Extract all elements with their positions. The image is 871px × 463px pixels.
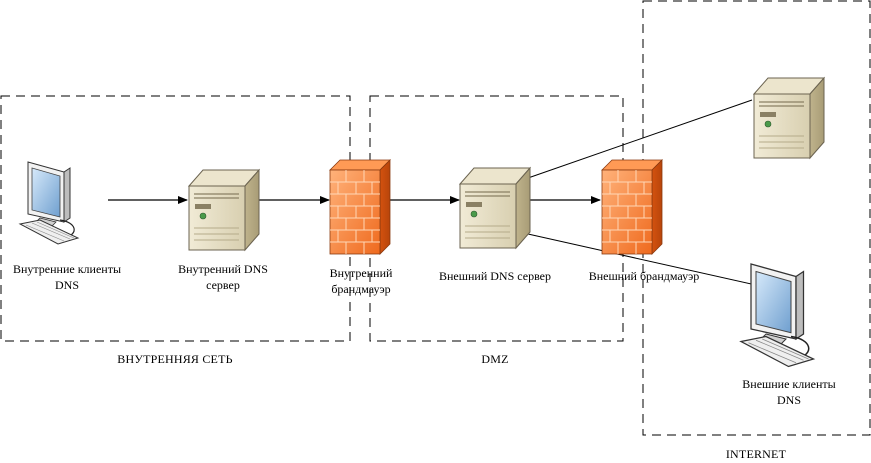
zone-dmz-label: DMZ: [481, 352, 509, 366]
internal-dns-label: Внутренний DNS сервер: [178, 262, 268, 292]
zone-internal-label: ВНУТРЕННЯЯ СЕТЬ: [117, 352, 233, 366]
server-icon: [459, 167, 531, 249]
external-clients-label: Внешние клиенты DNS: [742, 377, 836, 407]
link-external-dns-to-internet-server: [527, 99, 753, 179]
server-icon: [753, 77, 825, 159]
workstation-icon: [19, 161, 79, 245]
workstation-icon: [740, 263, 815, 368]
firewall-icon: [329, 159, 391, 255]
firewall-icon: [601, 159, 663, 255]
external-dns-label: Внешний DNS сервер: [439, 269, 551, 283]
internal-firewall-label: Внутренний брандмауэр: [329, 266, 393, 296]
zone-internet-boundary: [642, 0, 871, 436]
zone-internet-label: INTERNET: [725, 447, 787, 461]
internal-clients-label: Внутренние клиенты DNS: [12, 262, 122, 292]
external-firewall-label: Внешний брандмауэр: [588, 269, 700, 283]
server-icon: [188, 169, 260, 251]
link-external-dns-to-external-clients: [527, 233, 779, 291]
